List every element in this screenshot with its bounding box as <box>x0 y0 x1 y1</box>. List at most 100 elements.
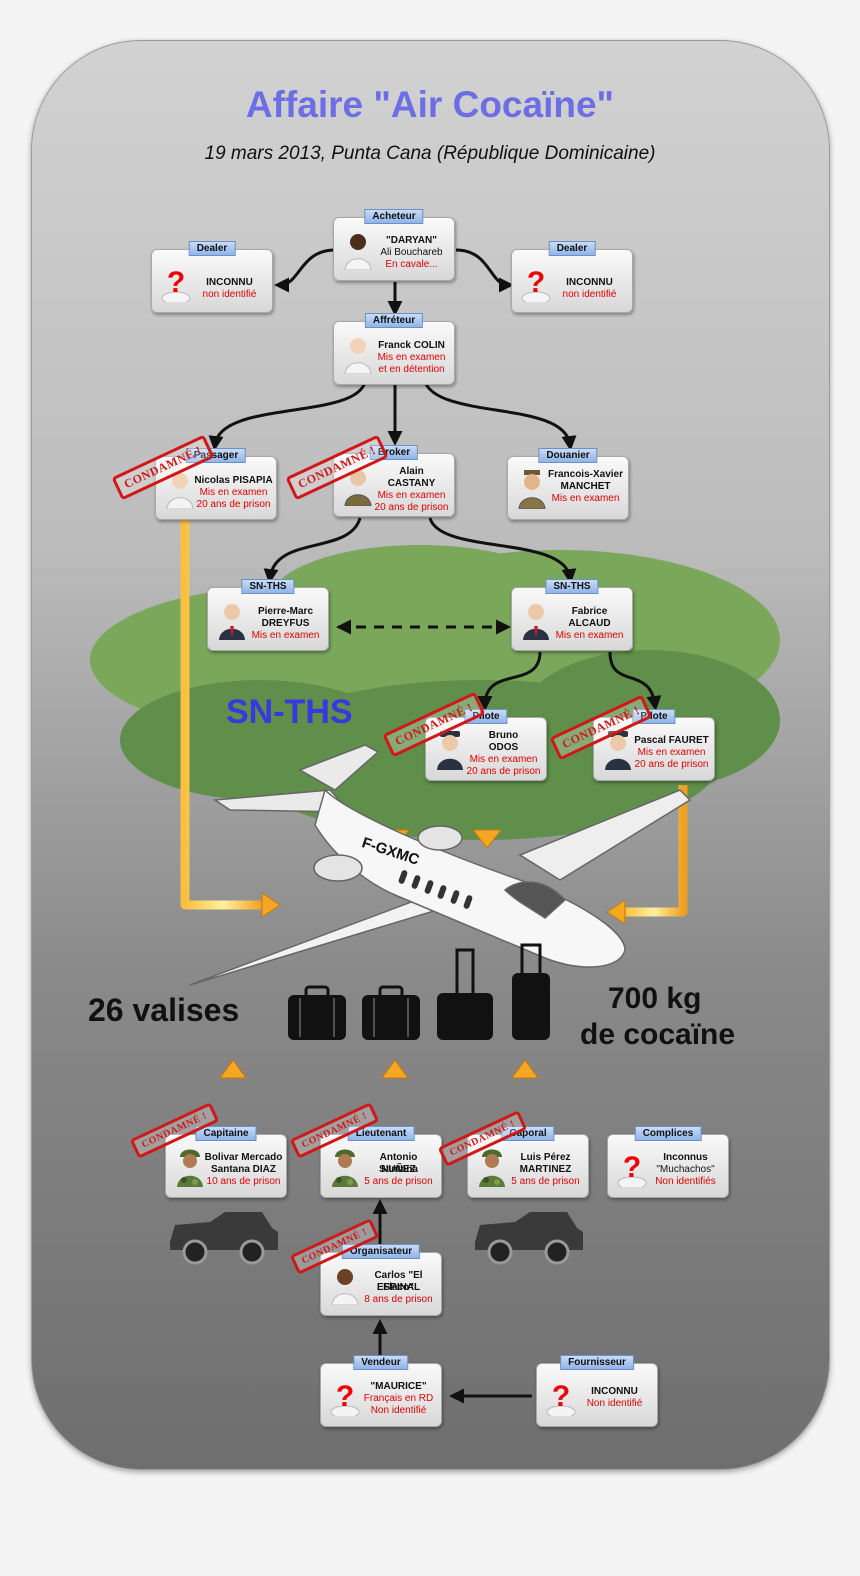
airplane-windows <box>398 870 473 909</box>
card-vendeur: Vendeur ? "MAURICE" Français en RD Non i… <box>320 1355 442 1427</box>
role-badge: Douanier <box>538 448 598 463</box>
card-status: Non identifié <box>370 1405 427 1416</box>
card-status: 8 ans de prison <box>364 1294 433 1305</box>
role-badge: Vendeur <box>353 1355 409 1370</box>
role-badge: Complices <box>634 1126 702 1141</box>
card-name: Nicolas PISAPIA <box>194 475 273 486</box>
card-name: Francois-Xavier <box>547 469 624 480</box>
role-badge: Dealer <box>548 241 596 256</box>
suitcase-ribs <box>299 998 409 1037</box>
question-mark-icon: ? <box>616 1147 648 1190</box>
card-name: Bolivar Mercado <box>204 1152 283 1163</box>
person-avatar-icon <box>164 469 196 510</box>
card-name: ALCAUD <box>568 618 611 629</box>
role-badge: Lieutenant <box>347 1126 415 1141</box>
card-status: 5 ans de prison <box>364 1176 433 1187</box>
card-subname: "Muchachos" <box>656 1164 715 1175</box>
svg-text:?: ? <box>336 1380 354 1413</box>
card-status: Non identifiés <box>655 1176 716 1187</box>
card-name: INCONNU <box>591 1386 638 1397</box>
card-status: 20 ans de prison <box>466 766 541 777</box>
role-badge: Organisateur <box>341 1244 421 1259</box>
person-avatar-icon <box>342 466 374 507</box>
svg-text:?: ? <box>167 266 185 299</box>
role-badge: Capitaine <box>195 1126 257 1141</box>
card-status: Mis en examen <box>555 630 624 641</box>
card-status: et en détention <box>378 364 445 375</box>
soldier-avatar-icon <box>476 1147 508 1187</box>
cocaine-label: de cocaïne <box>580 1018 736 1051</box>
card-name: ODOS <box>488 742 519 753</box>
card-name: "DARYAN" <box>386 235 437 246</box>
role-badge: Affréteur <box>364 313 424 328</box>
card-pilote-left: Pilote Bruno ODOS Mis en examen 20 ans d… <box>425 709 547 781</box>
card-lieutenant: Lieutenant Antonio Santana NUÑEZ 5 ans d… <box>320 1126 442 1198</box>
person-avatar-icon <box>342 334 374 375</box>
card-name: "MAURICE" <box>370 1381 427 1392</box>
card-snths-right: SN-THS Fabrice ALCAUD Mis en examen <box>511 579 633 651</box>
valises-label: 26 valises <box>88 992 240 1028</box>
card-status: Mis en examen <box>251 630 320 641</box>
pickup-truck-left <box>170 1212 278 1265</box>
card-name: Franck COLIN <box>378 340 445 351</box>
card-name: Santana DIAZ <box>210 1164 276 1175</box>
card-name: Luis Pérez <box>520 1152 571 1163</box>
person-avatar-icon <box>342 230 374 271</box>
card-status: 10 ans de prison <box>206 1176 281 1187</box>
soldier-avatar-icon <box>174 1147 206 1187</box>
card-snths-left: SN-THS Pierre-Marc DREYFUS Mis en examen <box>207 579 329 651</box>
svg-text:?: ? <box>552 1380 570 1413</box>
pilot-avatar-icon <box>602 730 634 770</box>
card-passager: Passager Nicolas PISAPIA Mis en examen 2… <box>155 448 277 520</box>
suitcases <box>288 943 550 1040</box>
role-badge: Fournisseur <box>560 1355 634 1370</box>
card-name: ESPINAL <box>376 1282 421 1293</box>
card-name: Alain <box>399 466 424 477</box>
card-status: 5 ans de prison <box>511 1176 580 1187</box>
businessman-avatar-icon <box>216 600 248 640</box>
role-badge: SN-THS <box>241 579 295 594</box>
card-capitaine: Capitaine Bolivar Mercado Santana DIAZ 1… <box>165 1126 287 1198</box>
cocaine-amount: 700 kg <box>608 982 702 1015</box>
question-mark-icon: ? <box>545 1376 577 1419</box>
role-badge: Acheteur <box>364 209 424 224</box>
role-badge: Dealer <box>188 241 236 256</box>
role-badge: Broker <box>369 445 419 460</box>
pickup-truck-right <box>475 1212 583 1265</box>
card-status: En cavale... <box>385 259 438 270</box>
card-name: Bruno <box>488 730 519 741</box>
card-status: Mis en examen <box>377 490 446 501</box>
card-broker: Broker Alain CASTANY Mis en examen 20 an… <box>333 445 455 517</box>
card-status: non identifié <box>562 289 617 300</box>
connectors <box>208 248 662 1404</box>
card-caporal: Caporal Luis Pérez MARTINEZ 5 ans de pri… <box>467 1126 589 1198</box>
card-subname: Ali Bouchareb <box>380 247 443 258</box>
businessman-avatar-icon <box>520 600 552 640</box>
card-name: INCONNU <box>206 277 253 288</box>
soldier-avatar-icon <box>329 1147 361 1187</box>
card-acheteur: Acheteur "DARYAN" Ali Bouchareb En caval… <box>333 209 455 281</box>
card-organisateur: Organisateur Carlos "El Flaco" ESPINAL 8… <box>320 1244 442 1316</box>
flow-arrows <box>180 520 688 1125</box>
role-badge: Caporal <box>501 1126 555 1141</box>
person-avatar-icon <box>329 1265 361 1306</box>
card-name: DREYFUS <box>261 618 310 629</box>
card-status: Non identifié <box>586 1398 643 1409</box>
airplane <box>189 744 692 986</box>
card-name: MARTINEZ <box>519 1164 572 1175</box>
card-status: Mis en examen <box>551 493 620 504</box>
card-status: Mis en examen <box>637 747 706 758</box>
page-title: Affaire "Air Cocaïne" <box>245 84 615 125</box>
pilot-avatar-icon <box>434 730 466 770</box>
question-mark-icon: ? <box>520 262 552 305</box>
card-fournisseur: Fournisseur ? INCONNU Non identifié <box>536 1355 658 1427</box>
card-status: Mis en examen <box>199 487 268 498</box>
card-name: Carlos "El Flaco" <box>374 1270 423 1293</box>
card-name: Inconnus <box>663 1152 708 1163</box>
role-badge: Pilote <box>632 709 676 724</box>
card-status: 20 ans de prison <box>634 759 709 770</box>
card-name: Pascal FAURET <box>634 735 709 746</box>
card-name: Fabrice <box>571 606 608 617</box>
svg-text:?: ? <box>527 266 545 299</box>
